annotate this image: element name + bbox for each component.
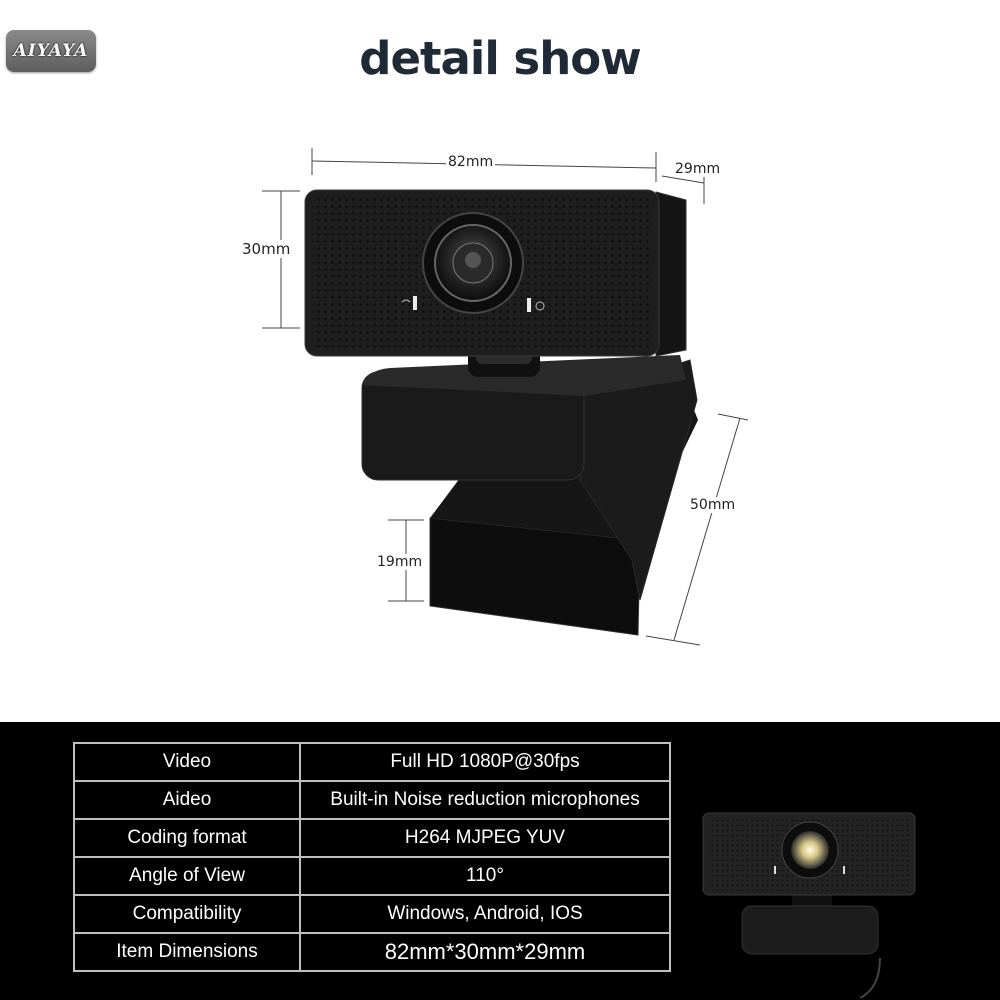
spec-value: Windows, Android, IOS bbox=[299, 894, 671, 934]
dim-height-label: 30mm bbox=[240, 240, 293, 258]
webcam-dimension-illustration bbox=[262, 148, 749, 646]
spec-label: Video bbox=[73, 742, 301, 782]
webcam-thumbnail bbox=[702, 812, 916, 998]
dim-depth-label: 29mm bbox=[673, 161, 723, 177]
spec-value: Built-in Noise reduction microphones bbox=[299, 780, 671, 820]
spec-value: H264 MJPEG YUV bbox=[299, 818, 671, 858]
spec-label: Angle of View bbox=[73, 856, 301, 896]
spec-value: Full HD 1080P@30fps bbox=[299, 742, 671, 782]
spec-label: Coding format bbox=[73, 818, 301, 858]
brand-logo-text: AIYAYA bbox=[13, 41, 89, 61]
spec-label: Item Dimensions bbox=[73, 932, 301, 972]
page-title: detail show bbox=[359, 32, 641, 85]
spec-value: 110° bbox=[299, 856, 671, 896]
brand-logo: AIYAYA bbox=[6, 30, 96, 72]
spec-label: Compatibility bbox=[73, 894, 301, 934]
dim-width-label: 82mm bbox=[446, 154, 496, 170]
spec-value: 82mm*30mm*29mm bbox=[299, 932, 671, 972]
spec-label: Aideo bbox=[73, 780, 301, 820]
dim-clip-label: 50mm bbox=[688, 497, 738, 513]
dim-base-label: 19mm bbox=[375, 554, 425, 570]
